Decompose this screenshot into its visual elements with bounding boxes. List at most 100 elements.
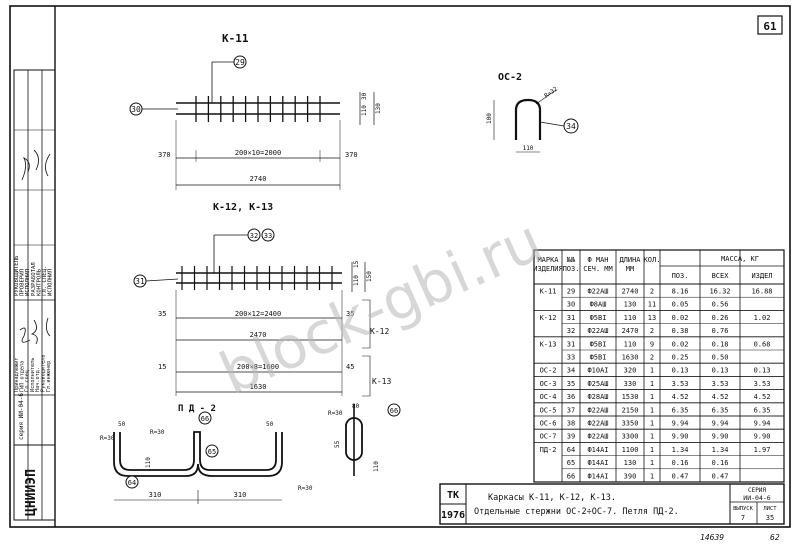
table-header: КОЛ.: [644, 256, 661, 264]
drawing-pd2: П Д - 2 66 65 64 R=30 R=30 R=30 50 50 11…: [100, 403, 401, 504]
table-cell: 130: [624, 301, 637, 309]
pd2-r-mid: R=30: [150, 429, 165, 436]
table-cell: 320: [624, 367, 637, 375]
table-cell: 0.25: [672, 354, 689, 362]
oc2-h: 100: [486, 113, 493, 124]
table-cell: Ф22АШ: [587, 433, 608, 441]
role-row: ИСПОЛНИЛ: [25, 269, 31, 296]
pd2-callout-66: 66: [201, 415, 209, 423]
k12-callout-left: 31: [135, 277, 145, 286]
k12-callout-top: 32: [250, 232, 258, 240]
stamp-line: Нач.отд.: [35, 367, 41, 392]
drawing-k12-k13: К-12, К-13 32 33 31 15 110 150 200×12=24…: [133, 202, 391, 397]
k13-dim-mid: 200×8=1600: [237, 363, 279, 371]
table-cell: 9.90: [712, 433, 729, 441]
table-cell: 3.53: [672, 380, 689, 388]
table-cell: 0.05: [672, 301, 689, 309]
table-cell: 1: [650, 459, 654, 467]
table-cell: 1.34: [712, 446, 729, 454]
table-mass-header: МАССА, КГ: [721, 255, 759, 263]
table-cell: 0.13: [712, 367, 729, 375]
pd2-r-left: R=30: [100, 435, 115, 442]
table-cell: 0.16: [672, 459, 689, 467]
title-block: ТК 1976 Каркасы К-11, К-12, К-13. Отдель…: [439, 483, 785, 525]
table-cell: 0.18: [712, 340, 729, 348]
drawing-k11: К-11 29 30 30 110 130 200×10=2000 370 37…: [129, 32, 382, 190]
table-cell: 1: [650, 380, 654, 388]
table-cell: 1100: [622, 446, 639, 454]
table-cell: 1530: [622, 393, 639, 401]
table-header: ИЗДЕЛ: [751, 272, 772, 280]
table-cell: Ф5ВI: [590, 340, 607, 348]
table-cell: 3350: [622, 420, 639, 428]
tb-list-label: ЛИСТ: [763, 506, 777, 512]
k11-dim-bottom: 200×10=2000: [235, 149, 281, 157]
table-cell: 390: [624, 472, 637, 480]
stamp-line: Принадлежит: [14, 358, 20, 392]
k11-side-dim-c: 130: [375, 103, 382, 114]
table-cell: 330: [624, 380, 637, 388]
pd2-r-right: R=30: [298, 485, 313, 492]
role-row: ПРОВЕРИЛ: [20, 269, 26, 296]
pd2-detail-55: 55: [334, 440, 341, 448]
table-cell: Ф14АI: [587, 446, 608, 454]
table-cell: 37: [567, 406, 575, 414]
table-cell: 13: [648, 314, 656, 322]
table-cell: 9: [650, 340, 654, 348]
table-cell: 65: [567, 459, 575, 467]
k12-dim-top: 200×12=2400: [235, 310, 281, 318]
table-cell: 1: [650, 367, 654, 375]
table-cell: Ф14АI: [587, 472, 608, 480]
table-cell: ОС-6: [540, 420, 557, 428]
table-cell: Ф22АШ: [587, 288, 608, 296]
table-cell: Ф14АI: [587, 459, 608, 467]
k11-side-dim-b: 110: [361, 105, 368, 116]
table-cell: ОС-7: [540, 433, 557, 441]
stamp-line: Руководитель: [41, 355, 47, 392]
k12-title: К-12, К-13: [213, 202, 273, 213]
table-cell: 1: [650, 406, 654, 414]
pd2-detail-callout: 66: [390, 407, 398, 415]
table-cell: 1: [650, 393, 654, 401]
table-cell: 9.94: [672, 420, 689, 428]
k11-dim-right: 370: [345, 151, 358, 159]
table-cell: 11: [648, 301, 656, 309]
k13-left15: 15: [158, 363, 166, 371]
table-cell: 16.88: [751, 288, 772, 296]
pd2-d110: 110: [145, 457, 152, 468]
table-cell: 1.34: [672, 446, 689, 454]
table-cell: 6.35: [672, 406, 689, 414]
table-cell: 110: [624, 314, 637, 322]
table-cell: 31: [567, 314, 575, 322]
pd2-title: П Д - 2: [178, 404, 216, 414]
table-header: ПОЗ.: [672, 272, 689, 280]
pd2-detail-d: 80: [352, 403, 360, 410]
oc2-title: ОС-2: [498, 72, 522, 83]
role-row: ГЛ. СПЕЦ.: [42, 266, 48, 296]
table-cell: 9.94: [712, 420, 729, 428]
k13-right15: 45: [346, 363, 354, 371]
pd2-d310b: 310: [234, 491, 247, 499]
stamp-line: ГИП отдела: [19, 361, 25, 392]
role-row: ИСПОЛНИЛ: [48, 269, 54, 296]
table-cell: 0.76: [712, 327, 729, 335]
table-cell: 31: [567, 340, 575, 348]
table-cell: 0.02: [672, 340, 689, 348]
table-cell: 1: [650, 433, 654, 441]
table-cell: Ф22АШ: [587, 327, 608, 335]
table-cell: 35: [567, 380, 575, 388]
k12-left35: 35: [158, 310, 166, 318]
table-cell: 0.47: [672, 472, 689, 480]
sheet-number: 61: [763, 20, 777, 33]
table-cell: 34: [567, 367, 575, 375]
table-cell: 4.52: [754, 393, 771, 401]
k11-title: К-11: [222, 32, 249, 45]
table-cell: 6.35: [754, 406, 771, 414]
role-row: РАЗРАБОТАЛ: [31, 262, 37, 296]
table-cell: 0.38: [672, 327, 689, 335]
table-cell: 0.13: [754, 367, 771, 375]
oc2-callout: 34: [566, 122, 576, 131]
table-cell: 2150: [622, 406, 639, 414]
